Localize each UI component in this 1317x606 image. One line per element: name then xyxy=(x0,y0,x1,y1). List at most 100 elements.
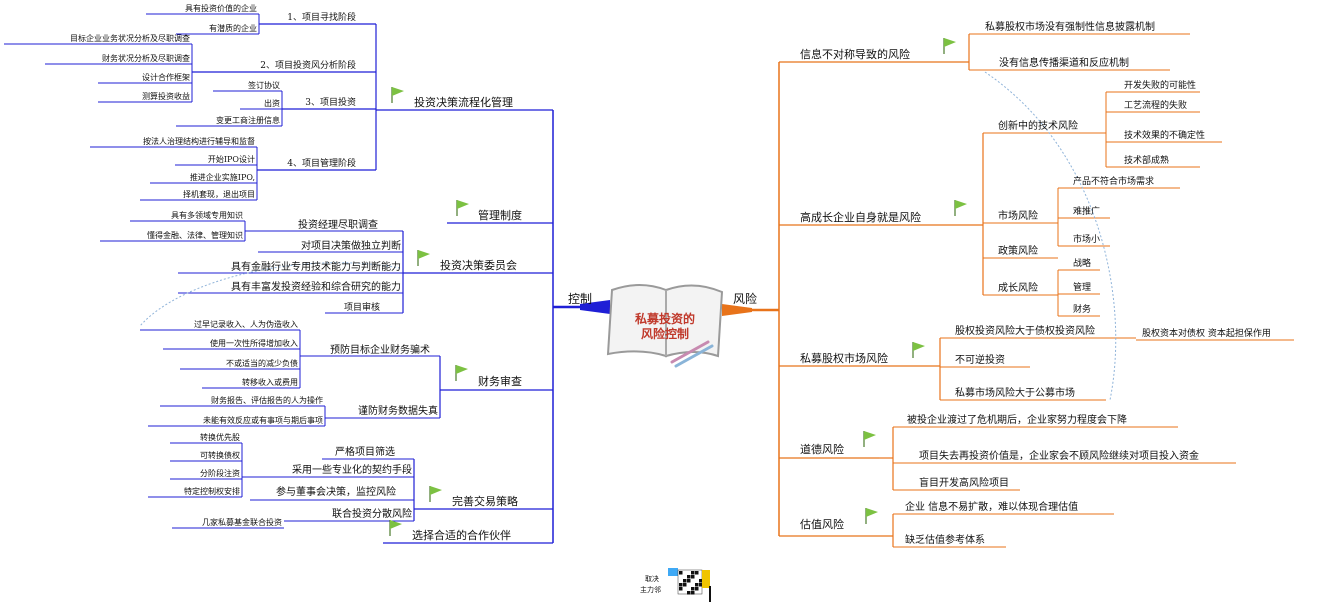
flag-icon xyxy=(863,431,876,447)
right-leaf-node[interactable]: 项目失去再投资价值是，企业家会不顾风险继续对项目投入资金 xyxy=(919,449,1199,462)
branch-label[interactable]: 道德风险 xyxy=(800,442,844,456)
footer-brand-line1: 取决 xyxy=(645,574,659,583)
branch-label[interactable]: 完善交易策略 xyxy=(452,494,518,508)
stage-label[interactable]: 3、项目投资 xyxy=(305,96,356,108)
left-leaf-node[interactable]: 不或适当的减少负债 xyxy=(226,358,298,368)
branch-label[interactable]: 投资决策流程化管理 xyxy=(414,95,513,109)
right-leaf-node[interactable]: 盲目开发高风险项目 xyxy=(919,476,1009,489)
left-leaf-node[interactable]: 懂得金融、法律、管理知识 xyxy=(147,230,243,240)
stage-label[interactable]: 4、项目管理阶段 xyxy=(287,157,356,169)
left-leaf-node[interactable]: 未能有效反应或有事项与期后事项 xyxy=(203,415,323,425)
left-leaf-node[interactable]: 转移收入或费用 xyxy=(242,377,298,387)
left-root-wedge xyxy=(580,300,610,314)
right-leaf-node[interactable]: 开发失败的可能性 xyxy=(1124,79,1196,91)
left-leaf-node[interactable]: 变更工商注册信息 xyxy=(216,115,280,125)
branch-label[interactable]: 信息不对称导致的风险 xyxy=(800,47,910,61)
right-leaf-node[interactable]: 技术部成熟 xyxy=(1124,154,1169,166)
sub-label[interactable]: 预防目标企业财务骗术 xyxy=(330,343,430,356)
right-leaf-node[interactable]: 股权资本对债权 资本起担保作用 xyxy=(1142,327,1271,339)
stage-label[interactable]: 2、项目投资风分析阶段 xyxy=(260,59,356,71)
left-leaf-node[interactable]: 目标企业业务状况分析及尽职调查 xyxy=(70,33,190,43)
branch-label[interactable]: 私募股权市场风险 xyxy=(800,351,888,365)
stage-label[interactable]: 1、项目寻找阶段 xyxy=(287,11,356,23)
left-leaf-node[interactable]: 几家私募基金联合投资 xyxy=(202,517,282,527)
left-leaf-node[interactable]: 财务报告、评估报告的人为操作 xyxy=(211,395,323,405)
left-leaf-node[interactable]: 按法人治理结构进行辅导和监督 xyxy=(143,136,255,146)
sub-label[interactable]: 参与董事会决策，监控风险 xyxy=(276,485,396,498)
flag-icon xyxy=(954,200,967,216)
central-topic-line1[interactable]: 私募投资的 xyxy=(634,311,695,326)
left-leaf-node[interactable]: 推进企业实施IPO, xyxy=(190,172,255,182)
flag-icon xyxy=(865,508,878,524)
right-leaf-node[interactable]: 管理 xyxy=(1073,281,1091,293)
flag-icon xyxy=(429,486,442,502)
left-leaf-node[interactable]: 财务状况分析及尽职调查 xyxy=(102,53,190,63)
sub-label[interactable]: 采用一些专业化的契约手段 xyxy=(292,463,412,476)
sub-label[interactable]: 项目审核 xyxy=(344,301,380,313)
sub-label[interactable]: 创新中的技术风险 xyxy=(998,119,1078,132)
sub-label[interactable]: 政策风险 xyxy=(998,244,1038,257)
left-leaf-node[interactable]: 具有多领域专用知识 xyxy=(171,210,243,220)
right-leaf-node[interactable]: 没有信息传播渠道和反应机制 xyxy=(999,56,1129,69)
sub-label[interactable]: 联合投资分散风险 xyxy=(332,507,412,520)
right-leaf-node[interactable]: 企业 信息不易扩散，难以体现合理估值 xyxy=(905,500,1078,513)
left-root-label[interactable]: 控制 xyxy=(568,292,592,306)
right-leaf-node[interactable]: 财务 xyxy=(1073,303,1091,315)
relationship-curve xyxy=(139,262,401,327)
left-leaf-node[interactable]: 特定控制权安排 xyxy=(184,486,240,496)
right-leaf-node[interactable]: 技术效果的不确定性 xyxy=(1124,129,1205,141)
flag-icon xyxy=(943,38,956,54)
central-book-icon xyxy=(606,284,724,368)
right-root-wedge xyxy=(722,304,752,316)
sub-label[interactable]: 私募市场风险大于公募市场 xyxy=(955,386,1075,399)
sub-label[interactable]: 具有金融行业专用技术能力与判断能力 xyxy=(231,260,401,273)
right-root-label[interactable]: 风险 xyxy=(733,291,757,306)
sub-label[interactable]: 严格项目筛选 xyxy=(335,445,395,458)
left-leaf-node[interactable]: 有潜质的企业 xyxy=(209,23,257,33)
central-topic-line2[interactable]: 风险控制 xyxy=(641,326,689,341)
left-leaf-node[interactable]: 转换优先股 xyxy=(200,432,240,442)
branch-label[interactable]: 选择合适的合作伙伴 xyxy=(412,528,511,542)
right-leaf-node[interactable]: 工艺流程的失败 xyxy=(1124,99,1187,111)
flag-icon xyxy=(417,250,430,266)
left-leaf-node[interactable]: 过早记录收入、人为伪造收入 xyxy=(194,319,298,329)
left-leaf-node[interactable]: 设计合作框架 xyxy=(142,72,190,82)
flag-icon xyxy=(456,200,469,216)
central-topic[interactable] xyxy=(606,278,724,362)
sub-label[interactable]: 具有丰富发投资经验和综合研究的能力 xyxy=(231,280,401,293)
left-leaf-node[interactable]: 可转换债权 xyxy=(200,450,240,460)
sub-label[interactable]: 谨防财务数据失真 xyxy=(358,404,438,417)
flag-icon xyxy=(389,520,402,536)
sub-label[interactable]: 不可逆投资 xyxy=(955,353,1005,366)
right-leaf-node[interactable]: 缺乏估值参考体系 xyxy=(905,533,985,546)
branch-label[interactable]: 投资决策委员会 xyxy=(440,258,517,272)
branch-label[interactable]: 估值风险 xyxy=(800,517,844,531)
right-leaf-node[interactable]: 私募股权市场没有强制性信息披露机制 xyxy=(985,20,1155,33)
right-leaf-node[interactable]: 被投企业渡过了危机期后，企业家努力程度会下降 xyxy=(907,413,1127,426)
sub-label[interactable]: 成长风险 xyxy=(998,281,1038,294)
branch-label[interactable]: 高成长企业自身就是风险 xyxy=(800,210,921,224)
left-leaf-node[interactable]: 择机套现，退出项目 xyxy=(183,189,255,199)
left-leaf-node[interactable]: 签订协议 xyxy=(248,80,280,90)
left-leaf-node[interactable]: 测算投资收益 xyxy=(142,91,190,101)
sub-label[interactable]: 市场风险 xyxy=(998,209,1038,222)
left-leaf-node[interactable]: 出资 xyxy=(264,98,280,108)
left-leaf-node[interactable]: 开始IPO设计 xyxy=(208,154,255,164)
flag-icon xyxy=(391,87,404,103)
sub-label[interactable]: 股权投资风险大于债权投资风险 xyxy=(955,324,1095,337)
right-leaf-node[interactable]: 产品不符合市场需求 xyxy=(1073,175,1154,187)
branch-label[interactable]: 管理制度 xyxy=(478,208,522,222)
branch-label[interactable]: 财务审查 xyxy=(478,374,522,388)
left-leaf-node[interactable]: 分阶段注资 xyxy=(200,468,240,478)
right-leaf-node[interactable]: 市场小 xyxy=(1073,233,1100,245)
sub-label[interactable]: 投资经理尽职调查 xyxy=(298,218,378,231)
relationship-curve xyxy=(984,71,1117,401)
sub-label[interactable]: 对项目决策做独立判断 xyxy=(301,239,401,252)
footer-brand-line2: 主力邻 xyxy=(640,585,661,594)
right-leaf-node[interactable]: 难推广 xyxy=(1073,205,1100,217)
right-leaf-node[interactable]: 战略 xyxy=(1073,257,1091,269)
left-leaf-node[interactable]: 使用一次性所得增加收入 xyxy=(210,338,298,348)
left-leaf-node[interactable]: 具有投资价值的企业 xyxy=(185,3,257,13)
